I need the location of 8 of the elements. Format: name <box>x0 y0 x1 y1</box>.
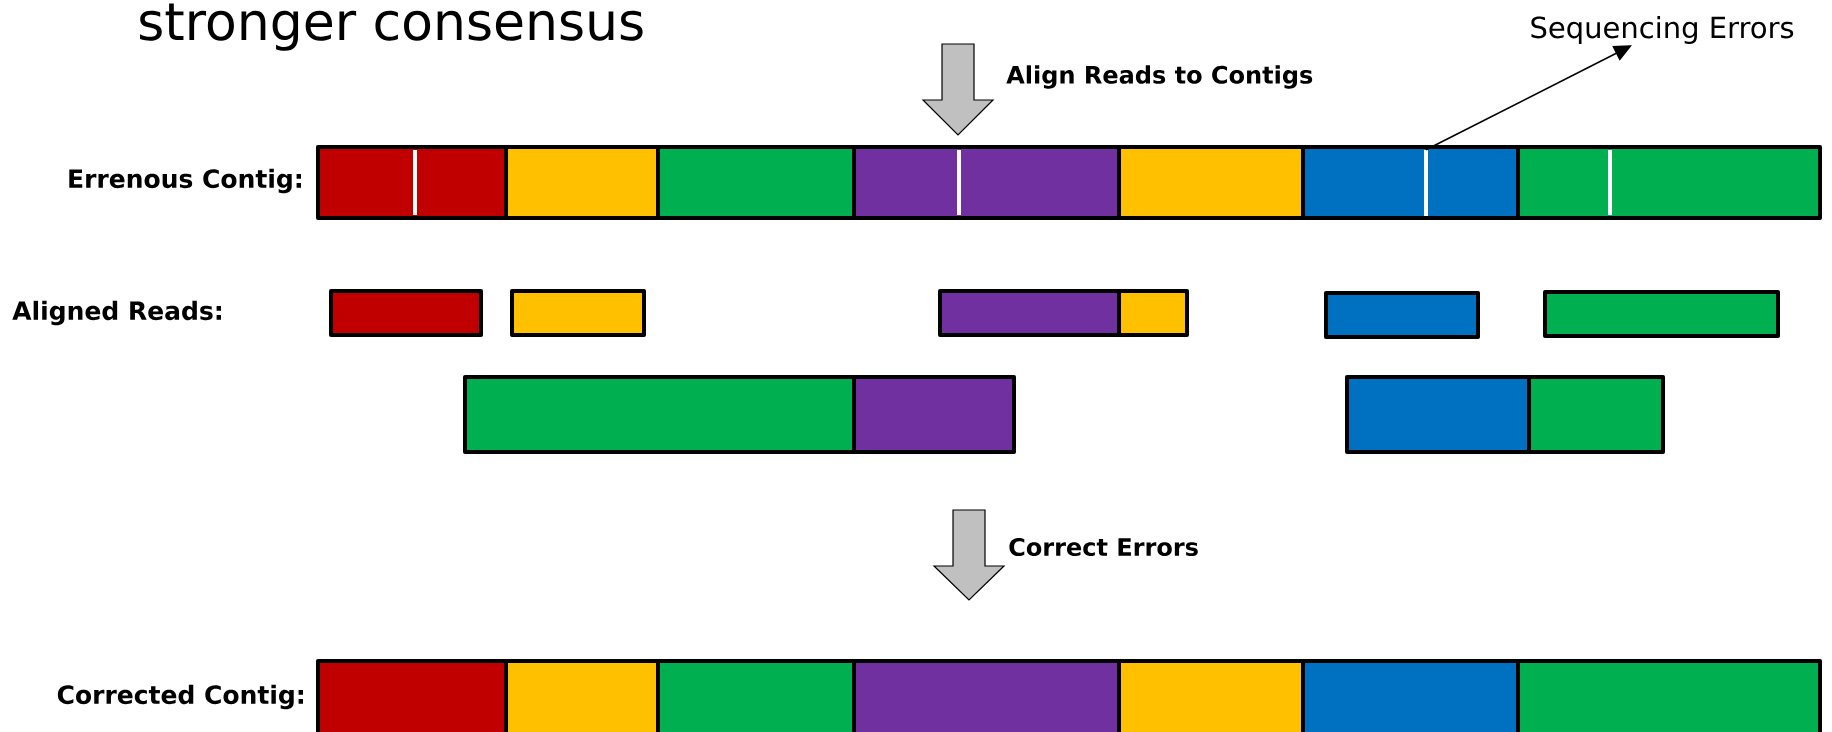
step-label: Correct Errors <box>1009 537 1198 557</box>
error-mark <box>1424 150 1428 216</box>
row-label: Corrected Contig: <box>57 684 303 710</box>
step-label: Align Reads to Contigs <box>1006 65 1313 89</box>
row-label: Errenous Contig: <box>69 168 301 194</box>
row-label: Aligned Reads: <box>12 300 221 326</box>
heading-text: stronger consensus <box>140 3 643 51</box>
callout-text: Sequencing Errors <box>1531 15 1794 45</box>
